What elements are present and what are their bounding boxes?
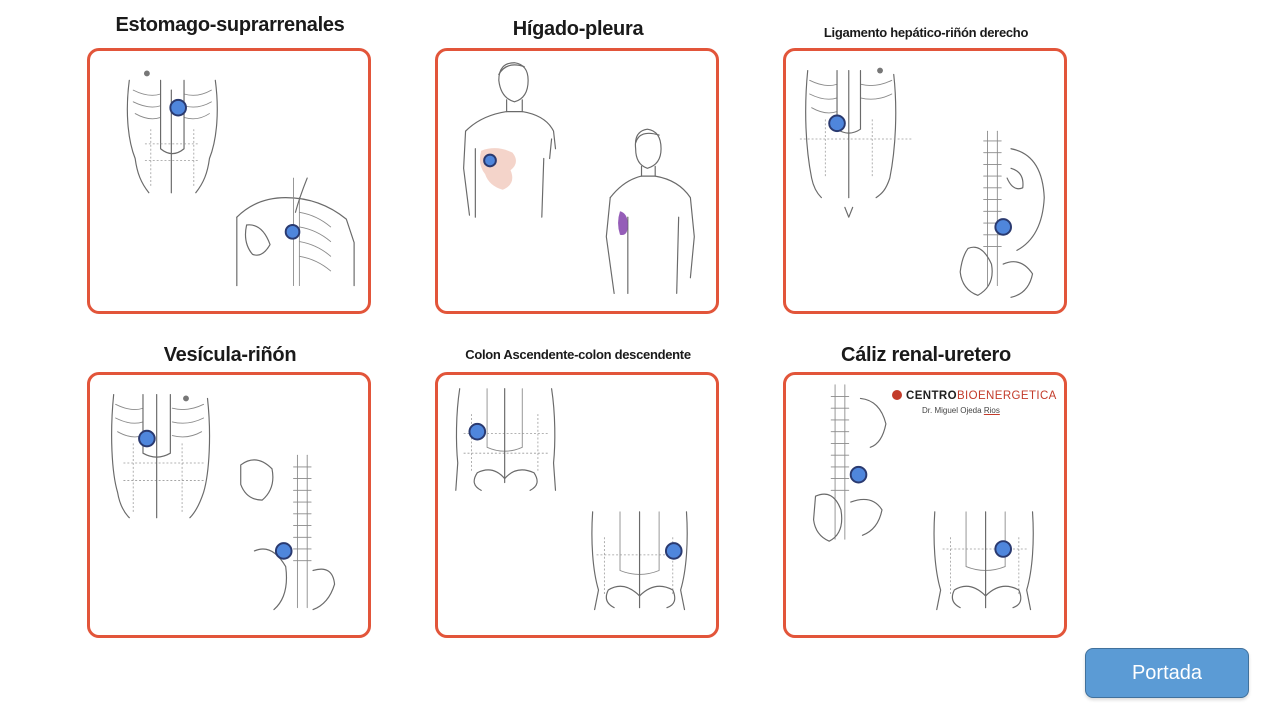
panel-vesicula-rinon xyxy=(87,372,371,638)
right-kidney-marker xyxy=(994,218,1012,236)
panel-estomago-suprarrenales xyxy=(87,48,371,314)
adrenal-marker xyxy=(284,224,301,240)
centro-bioenergetica-watermark: CENTROBIOENERGETICA Dr. Miguel Ojeda Rio… xyxy=(892,390,1062,415)
cell-title-caliz: Cáliz renal-uretero xyxy=(841,344,1011,366)
portada-button[interactable]: Portada xyxy=(1085,648,1249,698)
cell-title-vesicula: Vesícula-riñón xyxy=(163,344,297,366)
cell-title-estomago: Estomago-suprarrenales xyxy=(115,14,345,36)
panel-ligamento-rinon xyxy=(783,48,1067,314)
cell-title-higado: Hígado-pleura xyxy=(512,18,644,40)
anatomy-illustration xyxy=(455,388,688,611)
anatomy-illustration xyxy=(126,70,355,287)
watermark-author: Dr. Miguel Ojeda xyxy=(922,406,982,415)
gallbladder-marker xyxy=(138,429,156,448)
kidney-marker xyxy=(274,542,293,560)
cell-title-ligamento: Ligamento hepático-riñón derecho xyxy=(823,25,1029,40)
watermark-brand-rest: BIOENERGETICA xyxy=(956,390,1057,402)
descending-colon-marker xyxy=(664,542,683,560)
portada-button-label: Portada xyxy=(1131,661,1203,684)
liver-ligament-marker xyxy=(828,114,846,133)
stomach-marker xyxy=(169,98,187,117)
renal-calyx-marker xyxy=(849,465,868,484)
anatomy-illustration xyxy=(463,62,695,294)
liver-marker xyxy=(483,153,497,168)
anatomy-illustration xyxy=(812,384,1034,611)
cell-title-colon: Colon Ascendente-colon descendente xyxy=(465,347,691,362)
ascending-colon-marker xyxy=(468,422,487,441)
watermark-author-suffix: Rios xyxy=(983,406,1000,415)
panel-colon xyxy=(435,372,719,638)
anatomy-illustration xyxy=(799,67,1045,298)
watermark-brand: CENTRO xyxy=(906,390,957,402)
centro-logo-icon xyxy=(892,390,902,400)
ureter-marker xyxy=(994,540,1012,558)
anatomy-illustration xyxy=(111,393,336,611)
panel-higado-pleura xyxy=(435,48,719,314)
panel-caliz-uretero xyxy=(783,372,1067,638)
